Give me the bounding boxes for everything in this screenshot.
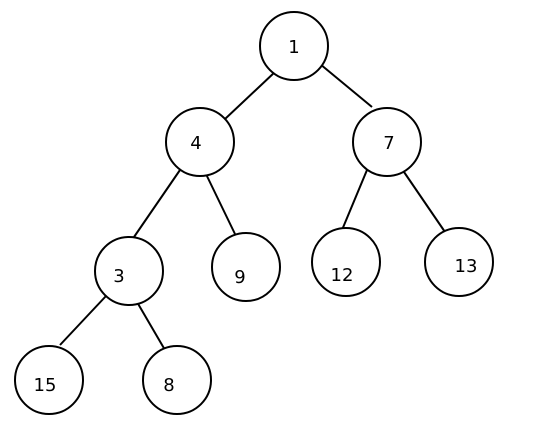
node-1: 1 (259, 11, 329, 81)
node-3: 3 (94, 236, 164, 306)
edge-1-4 (224, 70, 277, 120)
node-8-circle (142, 345, 212, 415)
node-13: 13 (424, 227, 494, 297)
node-3-label: 3 (113, 266, 124, 287)
node-4-label: 4 (190, 133, 201, 154)
node-15-circle (14, 345, 84, 415)
node-12-label: 12 (331, 265, 354, 286)
edge-3-15 (59, 295, 107, 346)
node-9-circle (211, 232, 281, 302)
node-1-circle (259, 11, 329, 81)
node-15: 15 (14, 345, 84, 415)
node-7: 7 (352, 107, 422, 177)
edge-3-8 (136, 301, 166, 351)
edge-7-12 (341, 169, 368, 231)
edge-7-13 (403, 171, 446, 233)
edge-4-9 (204, 171, 236, 235)
node-3-circle (94, 236, 164, 306)
node-7-circle (352, 107, 422, 177)
node-7-label: 7 (383, 133, 394, 154)
node-12-circle (311, 227, 381, 297)
edges (59, 63, 446, 351)
node-4-circle (165, 107, 235, 177)
node-12: 12 (311, 227, 381, 297)
node-13-circle (424, 227, 494, 297)
node-1-label: 1 (288, 37, 299, 58)
node-8-label: 8 (163, 375, 174, 396)
edge-4-3 (133, 169, 181, 238)
node-15-label: 15 (34, 375, 57, 396)
node-8: 8 (142, 345, 212, 415)
node-9-label: 9 (234, 267, 245, 288)
node-9: 9 (211, 232, 281, 302)
node-4: 4 (165, 107, 235, 177)
node-13-label: 13 (455, 256, 478, 277)
edge-1-7 (319, 63, 373, 108)
